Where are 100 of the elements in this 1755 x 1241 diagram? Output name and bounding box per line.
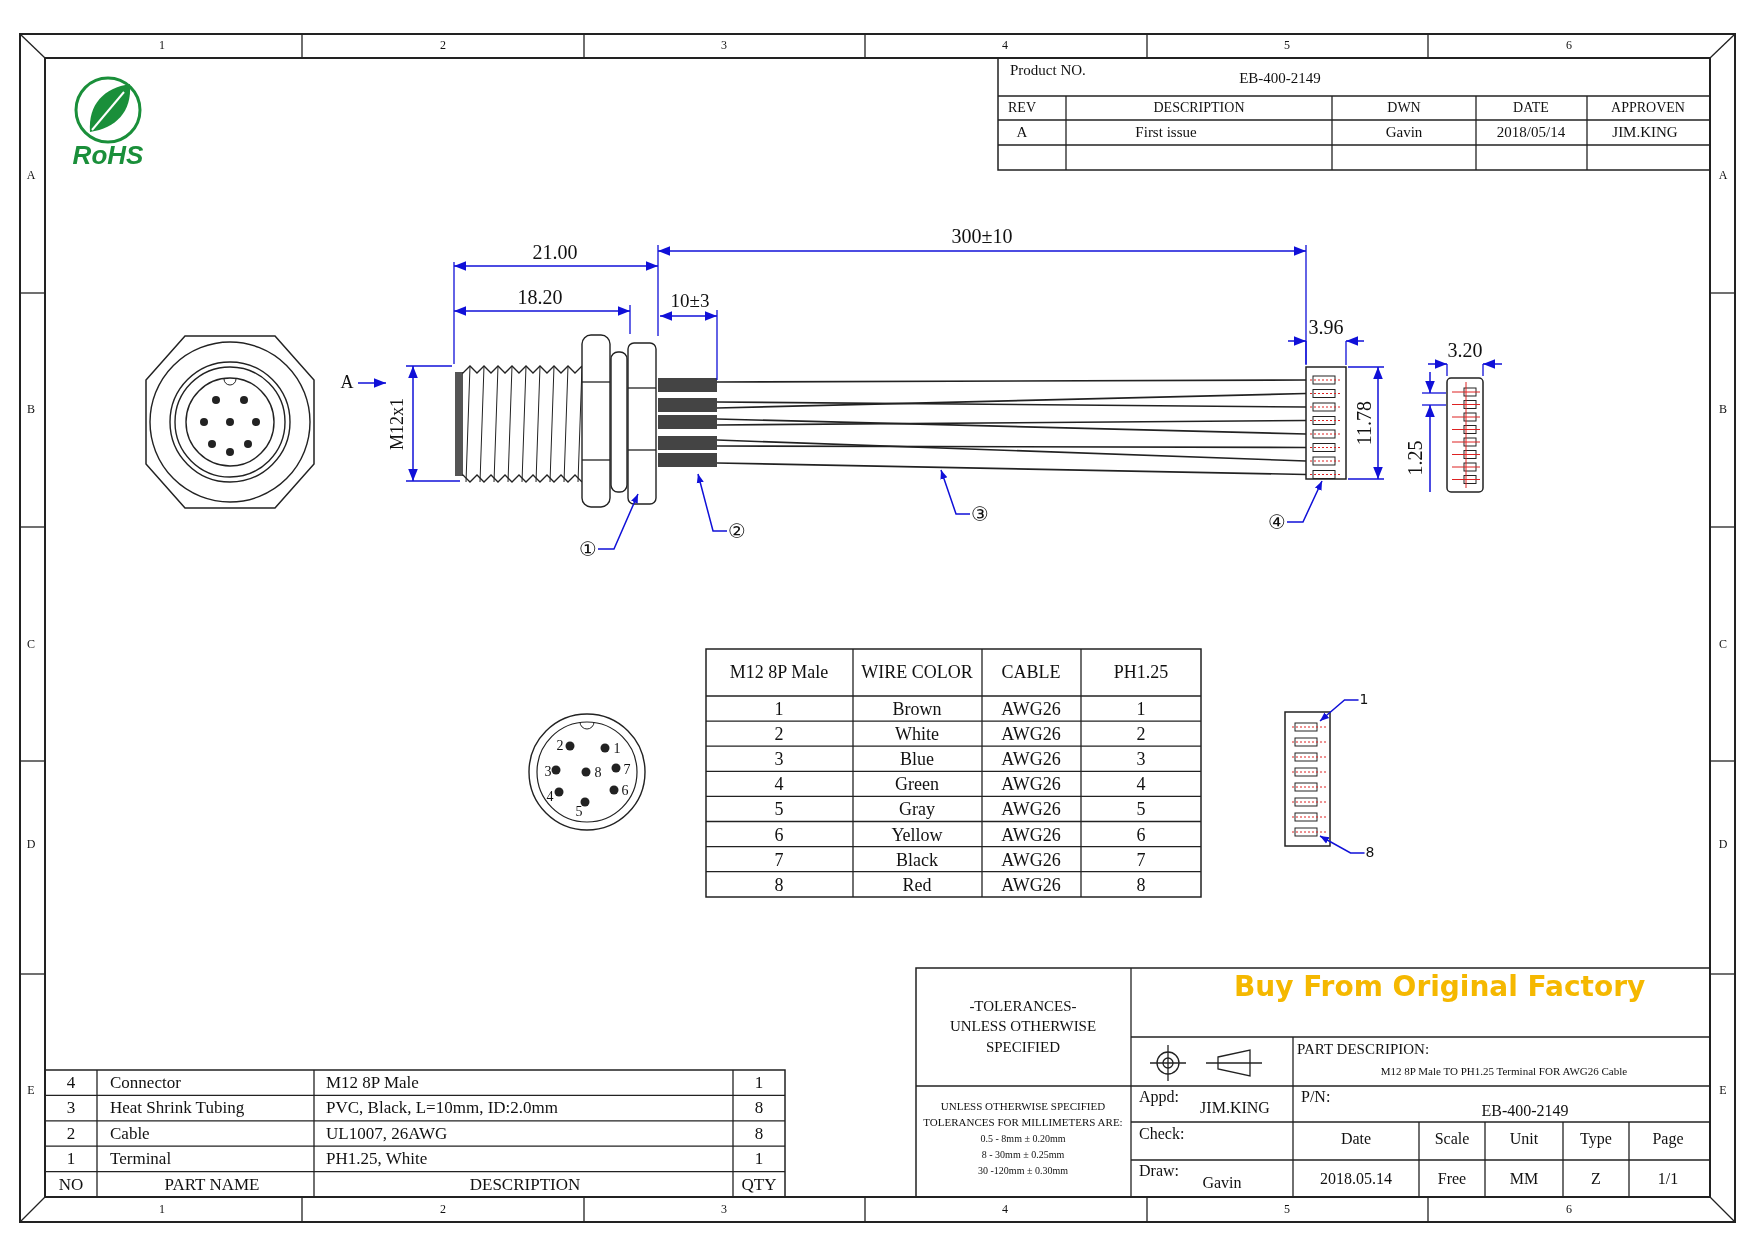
part-description: M12 8P Male TO PH1.25 Terminal FOR AWG26 Cable [1380,1064,1628,1078]
zone-label: 4 [1002,39,1008,53]
leader-line [696,473,728,532]
table-text: 7 [1136,850,1146,871]
dimension-value: 3.20 [1447,339,1483,361]
leader-line [597,493,639,550]
table-text: 8 [754,1099,764,1118]
zone-label: 6 [1566,1203,1572,1217]
table-text: PH1.25, White [326,1149,428,1169]
column-header: NO [58,1175,84,1195]
table-text: Cable [110,1124,150,1144]
leader-line [1286,480,1323,523]
table-text: 1 [1136,700,1146,720]
zone-label: C [27,638,35,652]
product-number: EB-400-2149 [1239,69,1321,87]
table-text: Red [902,875,932,896]
table-text: 1 [774,700,784,720]
dimension-value: M12x1 [388,398,408,450]
zone-label: B [1719,403,1727,417]
column-header: WIRE COLOR [861,663,973,683]
column-header: DWN [1387,100,1421,116]
table-text: Green [895,775,939,796]
pin-number: 1 [613,741,621,757]
pin-number: 2 [556,738,564,754]
field-value: JIM.KING [1200,1099,1270,1117]
column-header: DESCRIPTION [1153,100,1245,116]
zone-label: 2 [440,1203,446,1217]
pin-number: 1 [1359,692,1369,708]
table-text: 4 [66,1073,76,1093]
slogan-text: Buy From Original Factory [1234,971,1646,1003]
column-header: Unit [1509,1130,1539,1148]
pin-number: 8 [1365,845,1375,861]
column-header: CABLE [1001,663,1061,683]
table-text: UL1007, 26AWG [326,1124,448,1144]
callout-number: ③ [971,503,989,525]
column-header: Type [1580,1130,1612,1148]
table-text: 7 [774,850,784,871]
field-label: Product NO. [1010,61,1086,79]
table-text: 3 [66,1099,76,1118]
table-text: Gray [899,800,935,821]
callout-number: ① [579,538,597,560]
field-label: P/N: [1301,1088,1331,1106]
table-text: Heat Shrink Tubing [110,1099,245,1118]
table-text: 2 [774,725,784,745]
table-text: 4 [1136,775,1146,796]
table-text: M12 8P Male [326,1073,419,1093]
field-label: PART DESCRIPION: [1297,1040,1430,1058]
table-text: Brown [892,700,942,720]
table-text: AWG26 [1001,825,1061,846]
column-header: DATE [1513,100,1549,116]
table-text: Black [896,850,938,871]
table-text: 1/1 [1657,1170,1679,1188]
field-label: Appd: [1139,1088,1179,1106]
zone-label: A [1718,169,1728,183]
table-text: AWG26 [1001,875,1061,896]
field-value: Gavin [1202,1174,1242,1192]
table-text: A [1016,123,1028,141]
zone-label: D [26,838,36,852]
table-text: AWG26 [1001,725,1061,745]
leader-line [1319,699,1360,722]
table-text: AWG26 [1001,775,1061,796]
table-text: Z [1591,1170,1601,1188]
table-text: Free [1437,1170,1467,1188]
column-header: PART NAME [164,1175,260,1195]
table-text: 5 [774,800,784,821]
table-text: Terminal [110,1149,172,1169]
field-label: Check: [1139,1125,1185,1143]
table-text: 8 [774,875,784,896]
dimension-value: 3.96 [1308,316,1344,338]
zone-label: 1 [159,1203,165,1217]
table-text: AWG26 [1001,850,1061,871]
column-header: Page [1652,1130,1684,1148]
pin-number: 6 [621,783,629,799]
dimension-value: 18.20 [517,286,563,308]
zone-label: 5 [1284,1203,1290,1217]
column-header: Scale [1434,1130,1470,1148]
table-text: PVC, Black, L=10mm, ID:2.0mm [326,1099,558,1118]
table-text: 2 [1136,725,1146,745]
zone-label: C [1719,638,1727,652]
table-text: 4 [774,775,784,796]
note-text: 8 - 30mm ± 0.25mm [981,1148,1065,1160]
pin-number: 5 [575,804,583,820]
column-header: M12 8P Male [729,663,829,683]
zone-label: 6 [1566,39,1572,53]
note-text: TOLERANCES FOR MILLIMETERS ARE: [923,1115,1123,1129]
table-text: 1 [66,1149,76,1169]
view-label: A [340,373,354,393]
table-text: 2 [66,1124,76,1144]
table-text: AWG26 [1001,750,1061,771]
note-text: 0.5 - 8mm ± 0.20mm [980,1132,1066,1144]
column-header: Date [1340,1130,1372,1148]
table-text: Gavin [1385,123,1423,141]
table-text: 6 [1136,825,1146,846]
zone-label: D [1718,838,1728,852]
pin-number: 4 [546,789,554,805]
compliance-mark-text: RoHS [72,140,144,170]
table-text: 3 [1136,750,1146,771]
table-text: JIM.KING [1612,123,1678,141]
zone-label: 4 [1002,1203,1008,1217]
table-text: AWG26 [1001,800,1061,821]
